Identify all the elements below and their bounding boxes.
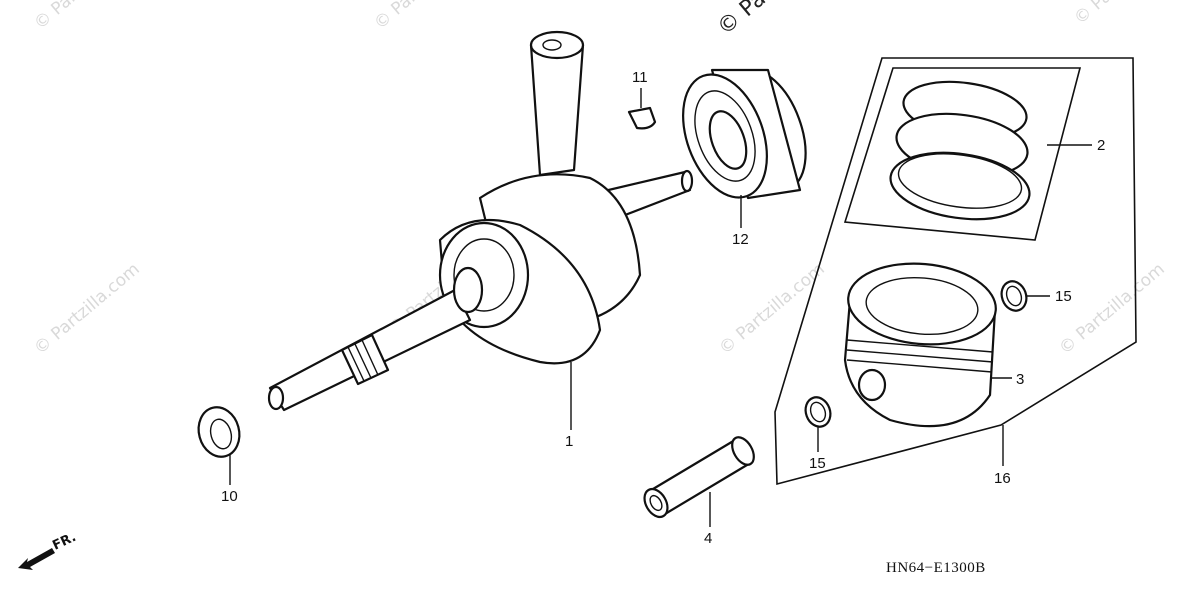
- washer-hole: [209, 418, 233, 450]
- piston-pin-boss: [857, 368, 887, 402]
- oil-ring-inner: [897, 153, 1023, 209]
- key-body: [627, 106, 657, 130]
- piston: [843, 262, 997, 428]
- front-arrow-icon: [18, 548, 55, 570]
- shaft-end: [680, 169, 694, 193]
- small-end-bore: [542, 39, 562, 51]
- front-direction-indicator: FR.: [18, 530, 79, 570]
- diagram-code: HN64−E1300B: [886, 560, 986, 576]
- piston-pin-clip-left: [804, 396, 832, 428]
- piston-pin-clip-right: [1000, 280, 1028, 312]
- callout-15-right: 15: [1055, 288, 1072, 305]
- crankshaft-assembly: [267, 30, 694, 412]
- left-shaft-end: [267, 385, 285, 411]
- watermark-partial: © Pa: [713, 0, 771, 41]
- front-label: FR.: [50, 530, 78, 554]
- watermark: © Partzilla.com: [715, 259, 828, 359]
- callout-12: 12: [732, 231, 749, 248]
- piston-pin: [643, 436, 755, 519]
- connecting-rod-beam: [529, 43, 585, 177]
- callout-10: 10: [221, 488, 238, 505]
- callout-3: 3: [1016, 371, 1024, 388]
- watermark: © Partzilla.com: [30, 0, 143, 34]
- callout-15-left: 15: [809, 455, 826, 472]
- watermark: © Partzilla.com: [30, 259, 143, 359]
- pin-end-near: [643, 487, 669, 519]
- watermark: © Partzilla.com: [1055, 259, 1168, 359]
- woodruff-key: [627, 106, 657, 130]
- washer-outer: [197, 406, 241, 458]
- ring-set-frame: [843, 67, 1082, 241]
- bearing-race: [694, 90, 756, 182]
- piston-set-frame: [774, 57, 1137, 486]
- callout-4: 4: [704, 530, 712, 547]
- connecting-rod-small-end: [529, 30, 585, 60]
- callout-labels: 1 2 3 4 10 11 12 15 15 16: [221, 69, 1105, 547]
- piston-ring-set: [843, 67, 1082, 241]
- piston-crown-rim: [865, 276, 979, 336]
- watermark: © Partzilla.com: [1070, 0, 1183, 29]
- bearing-bore: [708, 110, 748, 170]
- radial-bearing: [682, 68, 807, 200]
- pin-end-far: [731, 436, 755, 466]
- clip-outer: [804, 396, 832, 428]
- crank-bearing-race: [453, 238, 515, 312]
- watermark: © Partzilla.com: [370, 0, 483, 34]
- callout-1: 1: [565, 433, 573, 450]
- clip-outer: [1000, 280, 1028, 312]
- leader-lines: [229, 88, 1092, 527]
- piston-oil-ring: [889, 151, 1031, 221]
- callout-2: 2: [1097, 137, 1105, 154]
- callout-11: 11: [632, 69, 648, 86]
- washer: [197, 406, 241, 458]
- callout-16: 16: [994, 470, 1011, 487]
- timing-sprocket: [452, 266, 484, 314]
